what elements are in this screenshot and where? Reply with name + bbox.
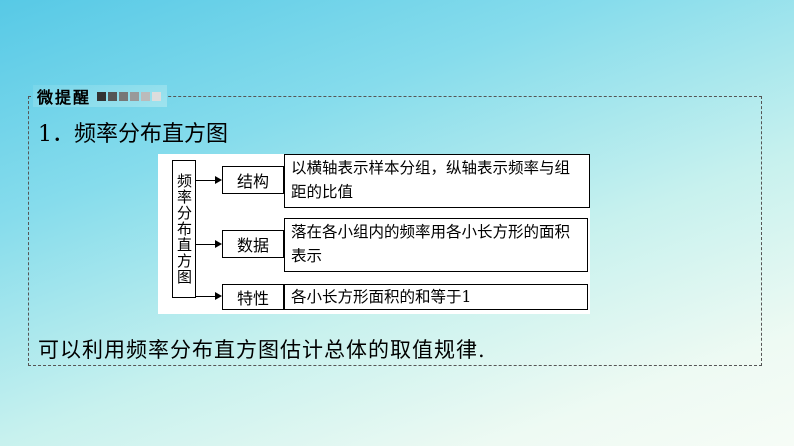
tip-tag: 微提醒	[33, 85, 168, 107]
arrow-icon	[196, 240, 222, 248]
diagram-root-box: 频率分布直方图	[172, 160, 196, 298]
section-heading: 1．频率分布直方图	[38, 122, 228, 147]
square-icon	[108, 91, 118, 101]
summary-text: 可以利用频率分布直方图估计总体的取值规律.	[38, 338, 486, 362]
row-description: 各小长方形面积的和等于1	[291, 288, 472, 306]
dashed-note-frame	[28, 96, 762, 366]
row-description-box: 各小长方形面积的和等于1	[284, 284, 588, 310]
row-label: 数据	[236, 236, 269, 255]
row-label-box: 特性	[222, 284, 284, 310]
row-label-box: 数据	[222, 230, 284, 258]
arrow-icon	[196, 292, 222, 300]
row-label: 结构	[236, 172, 269, 191]
square-icon	[130, 91, 140, 101]
row-description-box: 落在各小组内的频率用各小长方形的面积表示	[284, 218, 588, 272]
tip-tag-squares	[97, 91, 162, 101]
row-description-box: 以横轴表示样本分组，纵轴表示频率与组距的比值	[284, 154, 590, 208]
row-description: 落在各小组内的频率用各小长方形的面积表示	[291, 223, 571, 265]
row-description: 以横轴表示样本分组，纵轴表示频率与组距的比值	[291, 159, 571, 201]
row-label: 特性	[236, 289, 269, 308]
concept-diagram: 频率分布直方图 结构 以横轴表示样本分组，纵轴表示频率与组距的比值 数据 落在各…	[158, 154, 590, 314]
tip-tag-label: 微提醒	[37, 88, 92, 107]
diagram-root-label: 频率分布直方图	[175, 173, 193, 285]
row-label-box: 结构	[222, 166, 284, 194]
square-icon	[141, 91, 151, 101]
square-icon	[119, 91, 129, 101]
square-icon	[97, 91, 107, 101]
arrow-icon	[196, 176, 222, 184]
square-icon	[152, 91, 162, 101]
